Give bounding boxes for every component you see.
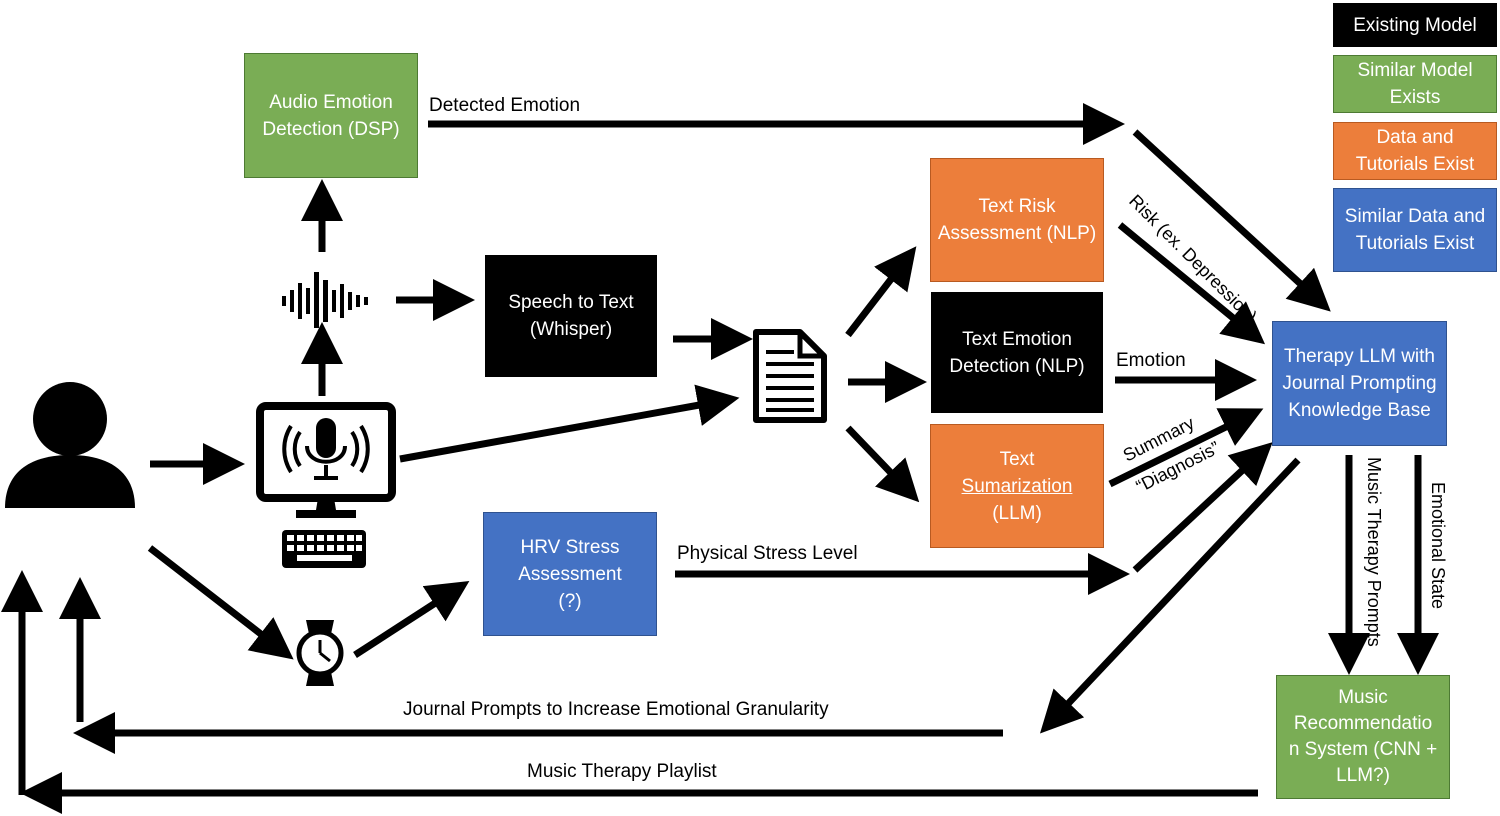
legend-similar-data: Similar Data and Tutorials Exist	[1333, 188, 1497, 272]
arrow-computer-to-doc	[399, 384, 740, 463]
arrow-summary-to-therapy	[1108, 408, 1264, 488]
risk-label: Risk (ex. Depression)	[1125, 191, 1261, 327]
arrow-converge-to-therapy	[1132, 129, 1331, 312]
arrow-user-to-watch	[147, 545, 294, 660]
legend-existing-model: Existing Model	[1333, 3, 1497, 47]
legend-similar-data-text: Similar Data and Tutorials Exist	[1344, 206, 1486, 254]
document-icon	[753, 329, 827, 423]
text-summarization-node: Text Sumarization (LLM)	[930, 424, 1104, 548]
text-risk-text: Text Risk Assessment (NLP)	[937, 196, 1097, 244]
computer-microphone-icon	[256, 402, 396, 518]
therapy-llm-node: Therapy LLM with Journal Prompting Knowl…	[1272, 321, 1447, 446]
text-emotion-node: Text Emotion Detection (NLP)	[931, 292, 1103, 413]
arrow-watch-to-hrv	[353, 580, 470, 658]
smartwatch-icon	[296, 620, 344, 686]
text-emotion-text: Text Emotion Detection (NLP)	[949, 328, 1085, 377]
audio-emotion-text: Audio Emotion Detection (DSP)	[262, 91, 400, 140]
legend-similar-model: Similar Model Exists	[1333, 55, 1497, 113]
detected-emotion-label: Detected Emotion	[429, 95, 581, 116]
music-rec-line4: LLM?)	[1336, 765, 1390, 786]
speech-to-text-text: Speech to Text (Whisper)	[508, 292, 634, 340]
legend-data-tutorials-text: Data and Tutorials Exist	[1355, 127, 1475, 175]
audio-emotion-node: Audio Emotion Detection (DSP)	[244, 53, 418, 178]
arrow-stress-to-therapy	[1132, 442, 1273, 573]
playlist-label: Music Therapy Playlist	[527, 761, 717, 782]
therapy-llm-text: Therapy LLM with Journal Prompting Knowl…	[1282, 346, 1437, 421]
text-summ-line3: (LLM)	[992, 502, 1042, 524]
text-summ-line2: Sumarization	[961, 475, 1073, 497]
legend-data-tutorials: Data and Tutorials Exist	[1333, 122, 1497, 180]
legend-similar-model-text: Similar Model Exists	[1357, 60, 1473, 108]
sound-wave-icon	[282, 272, 368, 328]
text-risk-node: Text Risk Assessment (NLP)	[930, 158, 1104, 282]
user-icon	[5, 382, 135, 508]
speech-to-text-node: Speech to Text (Whisper)	[485, 255, 657, 377]
music-rec-line1: Music	[1338, 687, 1388, 708]
arrow-doc-to-summary	[845, 425, 920, 503]
hrv-stress-node: HRV Stress Assessment (?)	[483, 512, 657, 636]
music-rec-line2: Recommendatio	[1293, 713, 1433, 734]
journal-prompts-label: Journal Prompts to Increase Emotional Gr…	[403, 699, 829, 720]
arrow-doc-to-risk	[845, 246, 917, 338]
hrv-stress-text: HRV Stress Assessment (?)	[518, 536, 622, 612]
text-summ-line1: Text	[999, 448, 1035, 470]
legend-existing-model-text: Existing Model	[1353, 14, 1477, 36]
music-recommendation-node: Music Recommendatio n System (CNN + LLM?…	[1276, 675, 1450, 799]
arrow-risk-to-therapy	[1117, 222, 1266, 345]
music-rec-line3: n System (CNN +	[1288, 739, 1438, 760]
arrow-therapy-to-journal	[1039, 457, 1301, 734]
emotion-label: Emotion	[1116, 350, 1186, 371]
physical-stress-label: Physical Stress Level	[677, 543, 858, 564]
emotional-state-label: Emotional State	[1428, 482, 1448, 609]
music-prompts-label: Music Therapy Prompts	[1364, 457, 1384, 647]
keyboard-icon	[282, 530, 366, 568]
